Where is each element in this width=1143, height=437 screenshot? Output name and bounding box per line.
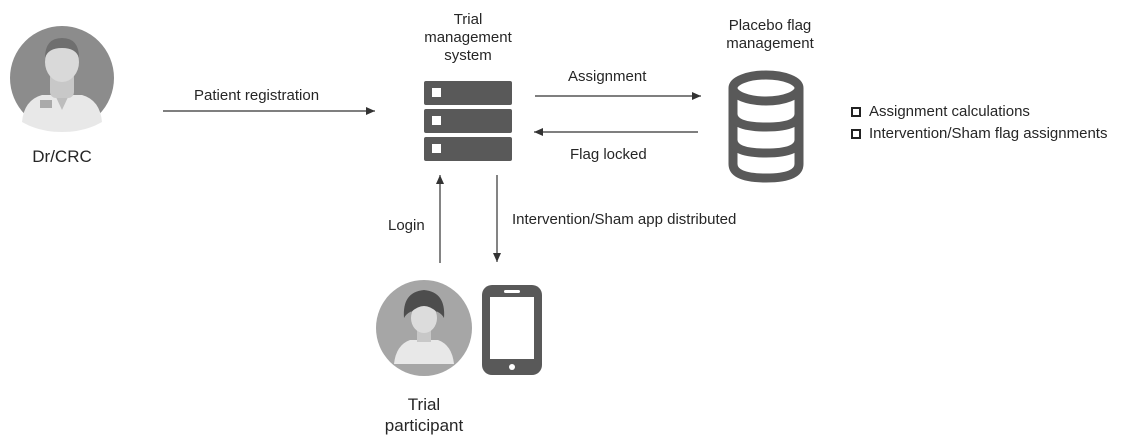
assignment-label: Assignment	[568, 68, 647, 85]
legend-item-label: Assignment calculations	[869, 103, 1030, 120]
participant-label-line1: Trial	[407, 395, 441, 414]
distributed-label: Intervention/Sham app distributed	[512, 211, 737, 228]
server-label-line2: management	[424, 29, 512, 46]
smartphone-icon	[482, 285, 542, 375]
database-icon	[728, 70, 804, 183]
legend-item: Intervention/Sham flag assignments	[851, 125, 1107, 142]
database-label-line2: management	[726, 35, 814, 52]
login-label: Login	[388, 217, 425, 234]
legend-item-label: Intervention/Sham flag assignments	[869, 125, 1108, 142]
checkbox-icon	[851, 128, 861, 139]
participant-avatar-icon	[376, 280, 472, 376]
database-label-line1: Placebo flag	[728, 17, 812, 34]
flag-locked-label: Flag locked	[570, 146, 647, 163]
registration-label: Patient registration	[194, 87, 320, 104]
legend-item: Assignment calculations	[851, 103, 1030, 120]
database-label: Placebo flag management	[705, 17, 835, 53]
server-icon	[424, 81, 512, 161]
participant-label-line2: participant	[384, 416, 464, 435]
server-label-line3: system	[444, 47, 492, 64]
server-label-line1: Trial	[453, 11, 483, 28]
doctor-avatar-icon	[10, 26, 114, 132]
doctor-label: Dr/CRC	[32, 147, 92, 166]
participant-label: Trial participant	[368, 394, 480, 436]
server-label: Trial management system	[408, 11, 528, 65]
checkbox-icon	[851, 106, 861, 117]
